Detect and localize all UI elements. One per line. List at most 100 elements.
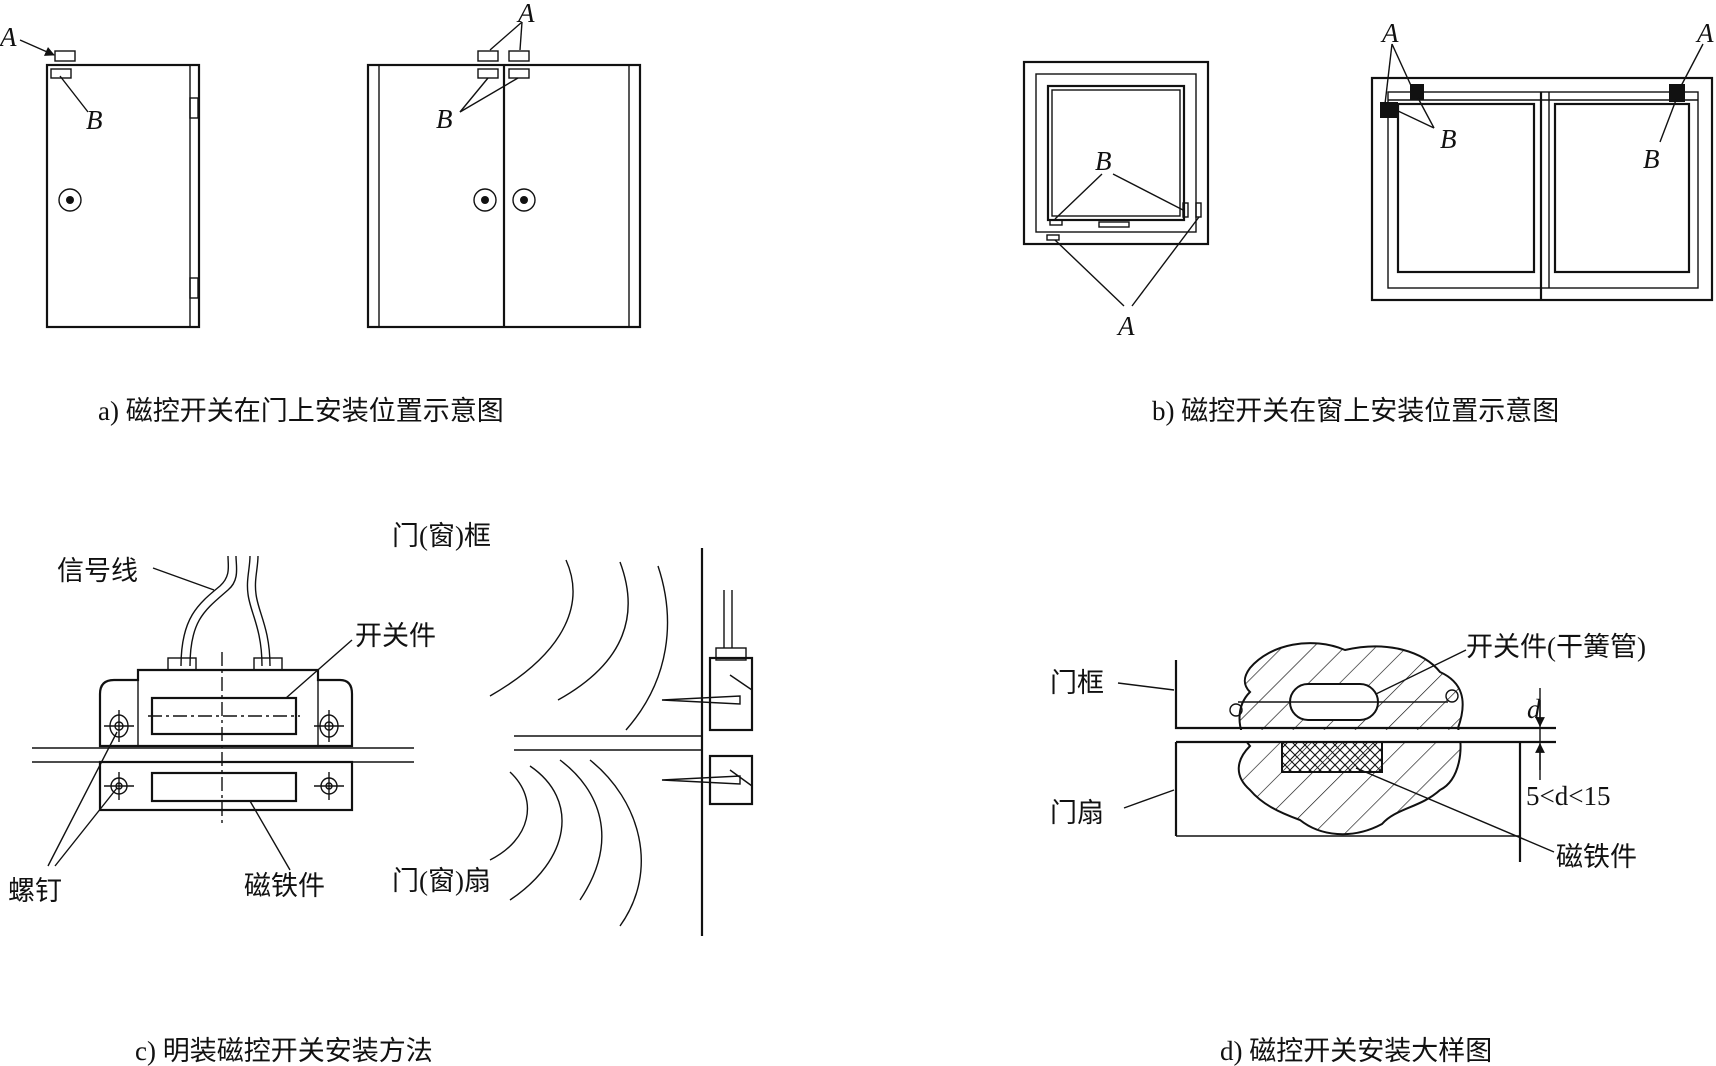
label-switch-d: 开关件(干簧管): [1466, 632, 1646, 662]
leader-switch-d: [1375, 649, 1467, 695]
label-magnet-part: 磁铁件: [244, 871, 325, 901]
switch-a-single: [54, 50, 76, 62]
leader-signal-wire: [152, 567, 215, 591]
single-window-outer: [1022, 60, 1210, 246]
caption-b: b) 磁控开关在窗上安装位置示意图: [1152, 396, 1559, 426]
leader-b-win2: [1112, 173, 1184, 211]
single-window-frame: [1035, 73, 1197, 233]
door-knob-left-icon: [473, 188, 497, 212]
label-gap-d: d: [1527, 694, 1541, 724]
leader-a-dw2: [1391, 43, 1414, 91]
double-window-frame: [1387, 91, 1699, 289]
leader-a-win1: [1054, 239, 1125, 307]
signal-wire-1: [189, 555, 238, 667]
win-switch-b1: [1049, 219, 1063, 226]
label-a-win-double: A: [1380, 18, 1399, 48]
win-switch-a1: [1046, 234, 1060, 241]
leader-a-left: [489, 21, 523, 51]
door-frame-profile: [1174, 660, 1556, 730]
leader-a-win2: [1131, 216, 1200, 307]
signal-wire-4: [254, 555, 271, 667]
label-door-leaf-d: 门扇: [1050, 798, 1104, 828]
leader-door-leaf-d: [1123, 789, 1175, 809]
leader-switch-part: [285, 639, 353, 699]
door-knob-icon: [58, 188, 82, 212]
gap-range-text: 5<d<15: [1526, 781, 1610, 811]
side-bracket-diag-top: [729, 674, 753, 691]
win-switch-mid: [1098, 221, 1130, 228]
leader-magnet-d: [1355, 767, 1555, 853]
leader-a-right: [519, 21, 523, 51]
hinge-bottom: [189, 277, 199, 299]
leader-b-win1: [1054, 173, 1103, 220]
label-screw: 螺钉: [8, 876, 62, 906]
side-screw-bottom: [661, 775, 741, 785]
label-door-frame-d: 门框: [1050, 668, 1104, 698]
label-switch-part: 开关件: [355, 621, 436, 651]
panel-d-detail: d 5<d<15 门框 门扇 开关件(干簧管) 磁铁件 d) 磁控开关安装大样图: [1050, 632, 1646, 1066]
leader-door-frame-d: [1117, 682, 1175, 691]
hinge-top: [189, 97, 199, 119]
label-b-double: B: [436, 104, 453, 134]
win-magnet-b-left: [1380, 102, 1398, 118]
leader-b-dw1: [1395, 109, 1435, 129]
side-switch-bracket: [708, 656, 754, 732]
leader-screw-2: [54, 787, 118, 867]
panel-b-window: B A A B A B b) 磁控开关在窗上安装位置示意图: [1022, 18, 1714, 426]
door-knob-right-icon: [512, 188, 536, 212]
leader-b-right: [459, 77, 519, 113]
label-b-single: B: [86, 105, 103, 135]
wire-port-right: [253, 657, 283, 671]
leader-a-dw1: [1384, 43, 1393, 105]
caption-c: c) 明装磁控开关安装方法: [135, 1036, 433, 1066]
caption-a: a) 磁控开关在门上安装位置示意图: [98, 396, 504, 426]
leader-a-dw3: [1679, 43, 1704, 89]
leader-magnet-part: [249, 800, 291, 871]
single-door: [45, 63, 201, 329]
label-a-single: A: [0, 22, 17, 52]
label-b-win-single: B: [1095, 146, 1112, 176]
label-door-leaf-c: 门(窗)扇: [392, 866, 491, 896]
leader-b-left: [459, 77, 489, 113]
double-window-sash-left: [1396, 102, 1536, 274]
single-window-sash: [1046, 84, 1186, 222]
magnet-body: [98, 760, 354, 812]
win-switch-a-left: [1410, 84, 1424, 100]
leader-b-dw3: [1659, 99, 1677, 143]
reed-lead-right: [1445, 689, 1459, 703]
signal-wire-3: [246, 555, 263, 667]
label-a-win-double-right: A: [1695, 18, 1714, 48]
wire-port-left: [167, 657, 197, 671]
leader-a-single: [19, 39, 55, 56]
switch-body: [98, 668, 354, 748]
panel-a-door: A B A B a) 磁控开关在门上安装位置示意图: [0, 0, 642, 426]
magnetic-field-arcs: [489, 559, 669, 927]
magnet-b-left: [477, 68, 499, 79]
side-switch-head: [715, 647, 747, 661]
label-gap-range: 5<d<15: [1526, 781, 1610, 811]
door-leaf-bottom: [1176, 835, 1521, 862]
label-magnet-d: 磁铁件: [1556, 842, 1637, 872]
screw-icon-tl: [104, 710, 134, 742]
screw-icon-tr: [314, 710, 344, 742]
panel-c-surface-mount: 信号线 开关件 磁铁件: [8, 521, 754, 1066]
label-a-win-single: A: [1116, 311, 1135, 341]
side-screw-top: [661, 695, 741, 705]
side-magnet-bracket: [708, 754, 754, 806]
single-window-sash-inner: [1051, 89, 1181, 217]
win-switch-a-right: [1669, 84, 1685, 102]
reed-lead-left: [1229, 703, 1243, 717]
label-signal-wire: 信号线: [57, 556, 138, 586]
magnet-slot: [150, 771, 298, 803]
leader-b-dw2: [1417, 97, 1435, 129]
gap-clear: [1176, 730, 1556, 742]
switch-a-left: [477, 50, 499, 62]
switch-a-right: [508, 50, 530, 62]
caption-d: d) 磁控开关安装大样图: [1220, 1036, 1492, 1066]
label-a-double: A: [516, 0, 535, 28]
leader-screw-1: [47, 731, 118, 867]
magnet-block: [1281, 741, 1383, 773]
label-b-win-double: B: [1440, 124, 1457, 154]
win-switch-a2: [1195, 202, 1202, 218]
